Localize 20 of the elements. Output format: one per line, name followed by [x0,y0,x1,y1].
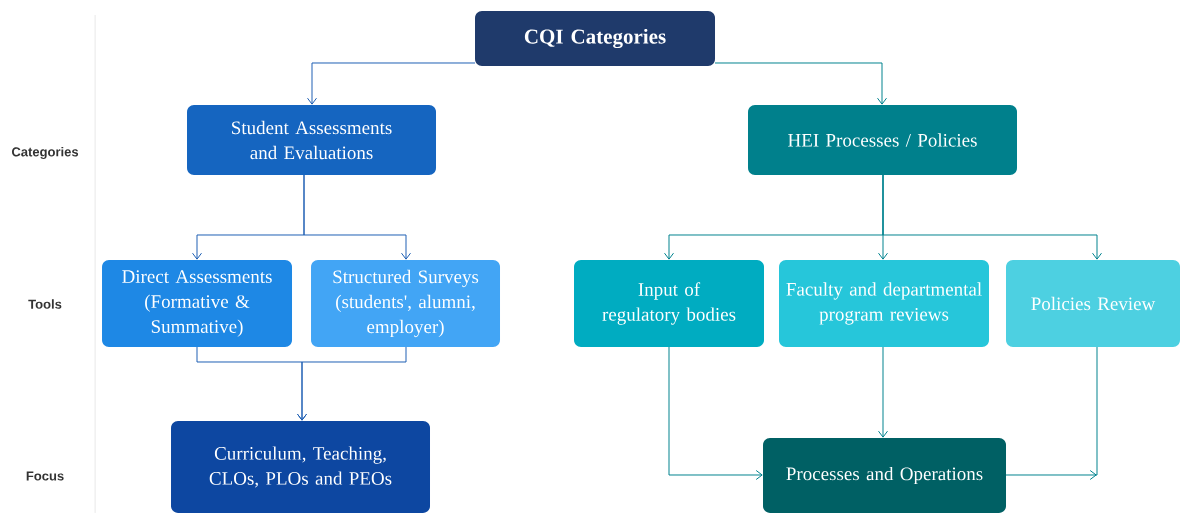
category-box: Policies Review [1006,260,1180,347]
row-label: Categories [11,146,79,160]
category-box: Student Assessments and Evaluations [187,105,436,175]
row-label: Tools [28,299,62,309]
category-box: Direct Assessments (Formative & Summative) [102,260,292,347]
arrow [668,346,763,480]
arrow [714,62,887,105]
arrow [882,174,1102,260]
row-label: Focus [26,471,64,481]
category-box: Curriculum, Teaching, CLOs, PLOs and PEOs [171,421,430,513]
category-box: Structured Surveys (students', alumni, employer) [311,260,500,347]
arrow [297,346,407,421]
category-box: Processes and Operations [763,438,1006,513]
arrow [307,62,476,105]
title-box: CQI Categories [475,11,715,66]
arrow [878,346,888,438]
category-box: Faculty and departmental program reviews [779,260,989,347]
category-box: HEI Processes / Policies [748,105,1017,175]
category-box: Input of regulatory bodies [574,260,764,347]
arrow [303,174,411,260]
